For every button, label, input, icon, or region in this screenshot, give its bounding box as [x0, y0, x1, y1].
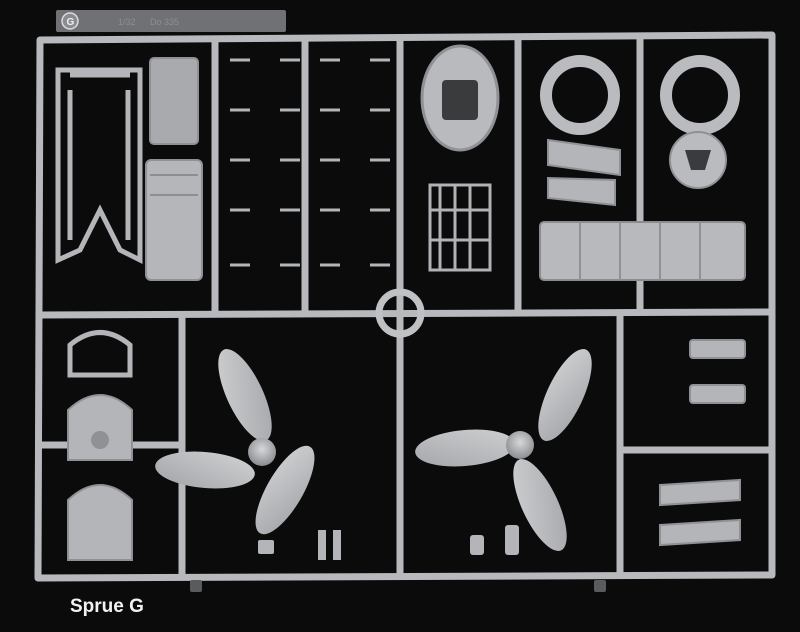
bottom-small-parts — [258, 525, 519, 560]
sprue-frame — [34, 31, 776, 582]
cockpit-frame-part — [55, 67, 143, 265]
sprue-letter: G — [67, 17, 75, 28]
small-parts — [230, 58, 390, 267]
engine-rings — [540, 55, 740, 189]
canopy-frames — [67, 330, 133, 561]
sprue-scale: 1/32 — [118, 17, 136, 27]
propeller-right — [415, 349, 592, 551]
bulkhead-part — [420, 44, 500, 152]
sprue-feet — [190, 580, 606, 592]
sprue-model: Do 335 — [150, 17, 179, 27]
seat-back-panel — [145, 57, 203, 281]
frame-grid-part — [428, 183, 492, 272]
gear-doors — [659, 339, 746, 547]
wedge-parts — [547, 138, 621, 207]
caption: Sprue G — [70, 596, 144, 617]
engine-block-part — [539, 221, 746, 281]
propeller-left — [155, 349, 315, 535]
sprue-tab: G 1/32 Do 335 — [56, 10, 286, 32]
sprue-ring — [375, 288, 425, 338]
